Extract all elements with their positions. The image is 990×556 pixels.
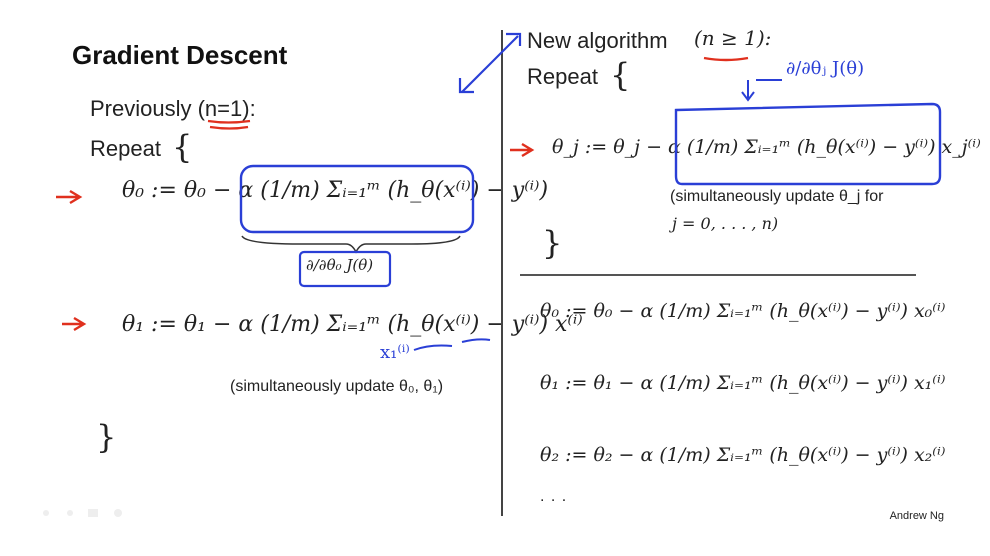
- handwritten-partial-derivative: ∂/∂θⱼ J(θ): [786, 58, 865, 79]
- left-open-brace: {: [172, 128, 193, 166]
- red-underline-icon: [703, 56, 749, 62]
- right-close-brace: }: [542, 224, 563, 262]
- thetaj-update-equation: θ_j := θ_j − α (1/m) Σᵢ₌₁ᵐ (h_θ(x⁽ⁱ⁾) − …: [552, 136, 981, 158]
- right-simultaneous-note-line2: j = 0, . . . , n): [672, 214, 779, 233]
- blue-arrow-icon: [461, 35, 519, 93]
- right-open-brace: {: [610, 56, 631, 94]
- theta0-update-equation: θ₀ := θ₀ − α (1/m) Σᵢ₌₁ᵐ (h_θ(x⁽ⁱ⁾) − y⁽…: [122, 178, 549, 203]
- new-algorithm-heading: New algorithm: [527, 28, 668, 53]
- left-repeat-label: Repeat: [90, 136, 161, 161]
- theta0-expanded-equation: θ₀ := θ₀ − α (1/m) Σᵢ₌₁ᵐ (h_θ(x⁽ⁱ⁾) − y⁽…: [540, 300, 946, 322]
- blue-arrow-icon: [458, 78, 474, 94]
- blue-stroke-icon: [413, 344, 453, 351]
- red-underline-icon: [209, 125, 249, 130]
- new-algorithm-condition: (n ≥ 1):: [694, 26, 772, 50]
- right-repeat-label: Repeat: [527, 64, 598, 89]
- red-arrow-icon: [510, 142, 535, 158]
- red-arrow-icon: [56, 189, 83, 205]
- blue-underline-icon: [461, 338, 491, 343]
- underbrace-icon: [241, 235, 461, 254]
- author-credit: Andrew Ng: [889, 510, 944, 522]
- horizontal-divider: [520, 274, 916, 276]
- handwritten-x1: x₁⁽ⁱ⁾: [380, 342, 410, 363]
- partial-derivative-label: ∂/∂θ₀ J(θ): [306, 256, 374, 274]
- blue-arrow-icon: [741, 79, 782, 102]
- blue-arrow-icon: [506, 32, 522, 46]
- previously-label: Previously (n=1):: [90, 96, 256, 121]
- right-simultaneous-note-line1: (simultaneously update θ_j for: [670, 188, 884, 205]
- left-simultaneous-note: (simultaneously update θ₀, θ₁): [230, 378, 444, 395]
- theta2-expanded-equation: θ₂ := θ₂ − α (1/m) Σᵢ₌₁ᵐ (h_θ(x⁽ⁱ⁾) − y⁽…: [540, 444, 946, 466]
- ellipsis: . . .: [540, 488, 568, 505]
- vertical-divider: [501, 30, 503, 516]
- red-arrow-icon: [62, 316, 87, 332]
- theta1-update-equation: θ₁ := θ₁ − α (1/m) Σᵢ₌₁ᵐ (h_θ(x⁽ⁱ⁾) − y⁽…: [122, 312, 583, 337]
- left-close-brace: }: [96, 418, 117, 456]
- slide-title: Gradient Descent: [72, 40, 288, 70]
- faint-controls-icon: [43, 509, 122, 517]
- theta1-expanded-equation: θ₁ := θ₁ − α (1/m) Σᵢ₌₁ᵐ (h_θ(x⁽ⁱ⁾) − y⁽…: [540, 372, 946, 394]
